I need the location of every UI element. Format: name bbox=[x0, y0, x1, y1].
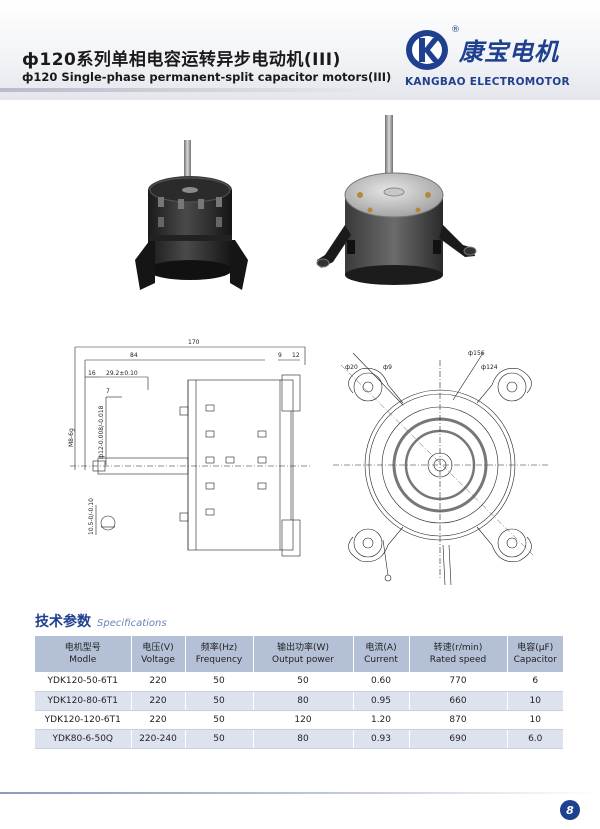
cell-rated-speed: 770 bbox=[409, 672, 508, 692]
dim-170: 170 bbox=[188, 339, 200, 346]
cell-capacitor: 10 bbox=[507, 710, 563, 730]
dim-phi-124: ф124 bbox=[481, 364, 498, 371]
header-band bbox=[0, 0, 600, 100]
cell-output-power: 120 bbox=[253, 710, 354, 730]
cell-output-power: 50 bbox=[253, 672, 354, 692]
specifications-heading: 技术参数 Specifications bbox=[35, 611, 167, 631]
brand-logo: ® 康宝电机 KANGBAO ELECTROMOTOR bbox=[405, 25, 585, 92]
col-header-output-power: 输出功率(W) Output power bbox=[253, 636, 354, 672]
dim-10-5: 10.5-0/-0.10 bbox=[88, 498, 95, 535]
table-row: YDK120-50-6T1 220 50 50 0.60 770 6 bbox=[35, 672, 563, 692]
dim-m8: M8-6g bbox=[68, 428, 75, 447]
dim-phi-9: ф9 bbox=[383, 364, 392, 371]
table-row: YDK80-6-50Q 220-240 50 80 0.93 690 6.0 bbox=[35, 729, 563, 749]
col-model-cn: 电机型号 bbox=[64, 642, 101, 653]
cell-rated-speed: 870 bbox=[409, 710, 508, 730]
col-frequency-en: Frequency bbox=[195, 655, 243, 665]
cell-current: 0.60 bbox=[353, 672, 410, 692]
col-voltage-cn: 电压(V) bbox=[142, 642, 174, 653]
dim-84: 84 bbox=[130, 352, 138, 359]
col-output-power-cn: 输出功率(W) bbox=[277, 642, 329, 653]
col-model-en: Modle bbox=[69, 655, 97, 665]
cell-capacitor: 6.0 bbox=[507, 729, 563, 749]
page-number: 8 bbox=[560, 800, 580, 820]
cell-current: 1.20 bbox=[353, 710, 410, 730]
cell-voltage: 220 bbox=[131, 691, 186, 711]
col-header-frequency: 频率(Hz) Frequency bbox=[185, 636, 254, 672]
cell-model: YDK120-50-6T1 bbox=[35, 672, 132, 692]
spec-heading-cn: 技术参数 bbox=[35, 614, 91, 630]
cell-rated-speed: 690 bbox=[409, 729, 508, 749]
col-capacitor-en: Capacitor bbox=[513, 655, 557, 665]
motor-photo-silver bbox=[316, 115, 477, 285]
motor-side-view-drawing: 170 84 16 29.2±0.10 7 9 12 M8-6g ф12-0.0… bbox=[68, 339, 310, 557]
registered-mark: ® bbox=[451, 25, 460, 35]
cell-model: YDK120-120-6T1 bbox=[35, 710, 132, 730]
dim-phi-156: ф156 bbox=[468, 350, 485, 357]
spec-heading-en: Specifications bbox=[97, 618, 167, 629]
cell-voltage: 220-240 bbox=[131, 729, 186, 749]
specifications-table: 电机型号 Modle 电压(V) Voltage 频率(Hz) Frequency 输… bbox=[35, 636, 563, 749]
brand-name-en: KANGBAO ELECTROMOTOR bbox=[405, 76, 570, 88]
cell-frequency: 50 bbox=[185, 672, 254, 692]
page-title-en: ф120 Single-phase permanent-split capaci… bbox=[22, 70, 392, 84]
dim-16: 16 bbox=[88, 370, 96, 377]
table-row: YDK120-80-6T1 220 50 80 0.95 660 10 bbox=[35, 691, 563, 711]
col-current-en: Current bbox=[364, 655, 398, 665]
cell-frequency: 50 bbox=[185, 729, 254, 749]
col-header-current: 电流(A) Current bbox=[353, 636, 410, 672]
dim-9: 9 bbox=[278, 352, 282, 359]
dim-phi-20: ф20 bbox=[345, 364, 358, 371]
col-current-cn: 电流(A) bbox=[365, 642, 397, 653]
cell-model: YDK80-6-50Q bbox=[35, 729, 132, 749]
cell-rated-speed: 660 bbox=[409, 691, 508, 711]
cell-output-power: 80 bbox=[253, 691, 354, 711]
dim-29-2: 29.2±0.10 bbox=[106, 370, 138, 377]
cell-capacitor: 10 bbox=[507, 691, 563, 711]
cell-output-power: 80 bbox=[253, 729, 354, 749]
cell-frequency: 50 bbox=[185, 691, 254, 711]
table-row: YDK120-120-6T1 220 50 120 1.20 870 10 bbox=[35, 710, 563, 730]
dim-12: 12 bbox=[292, 352, 300, 359]
cell-model: YDK120-80-6T1 bbox=[35, 691, 132, 711]
page-title-cn: ф120系列单相电容运转异步电动机(III) bbox=[22, 50, 341, 70]
cell-voltage: 220 bbox=[131, 672, 186, 692]
col-header-capacitor: 电容(μF) Capacitor bbox=[507, 636, 563, 672]
motor-photo-dark bbox=[135, 140, 248, 290]
motor-front-view-drawing: ф20 ф9 ф156 ф124 bbox=[333, 350, 548, 586]
cell-voltage: 220 bbox=[131, 710, 186, 730]
dim-7: 7 bbox=[106, 388, 110, 395]
kangbao-logo-icon bbox=[406, 30, 448, 70]
col-output-power-en: Output power bbox=[272, 655, 334, 665]
dim-shaft-diameter: ф12-0.008/-0.018 bbox=[98, 405, 105, 459]
col-rated-speed-en: Rated speed bbox=[429, 655, 487, 665]
col-frequency-cn: 频率(Hz) bbox=[200, 642, 238, 653]
cell-capacitor: 6 bbox=[507, 672, 563, 692]
col-voltage-en: Voltage bbox=[141, 655, 175, 665]
header-stripe bbox=[0, 88, 380, 92]
col-rated-speed-cn: 转速(r/min) bbox=[433, 642, 483, 653]
table-header-row: 电机型号 Modle 电压(V) Voltage 频率(Hz) Frequency 输… bbox=[35, 636, 563, 672]
cell-current: 0.93 bbox=[353, 729, 410, 749]
footer-divider bbox=[0, 792, 600, 794]
cell-current: 0.95 bbox=[353, 691, 410, 711]
col-header-rated-speed: 转速(r/min) Rated speed bbox=[409, 636, 508, 672]
col-header-voltage: 电压(V) Voltage bbox=[131, 636, 186, 672]
cell-frequency: 50 bbox=[185, 710, 254, 730]
col-capacitor-cn: 电容(μF) bbox=[517, 642, 554, 653]
brand-name-cn: 康宝电机 bbox=[459, 38, 559, 66]
col-header-model: 电机型号 Modle bbox=[35, 636, 132, 672]
